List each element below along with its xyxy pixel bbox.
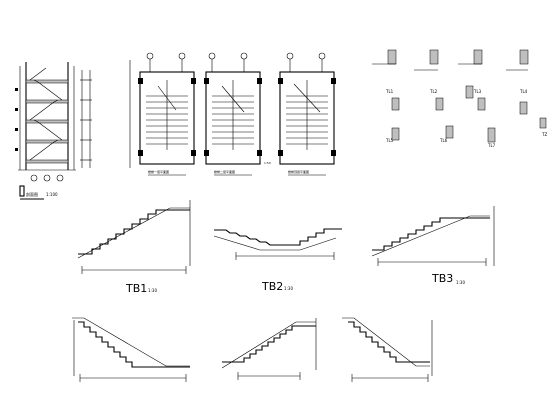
tb1-scale: 1:30 — [148, 288, 157, 293]
flight-bottom-right — [342, 317, 433, 382]
stair-plan-1: 楼梯一层平面图 — [129, 52, 196, 176]
beam-label-tl2: TL2 — [429, 89, 438, 94]
beam-label-tl1: TL1 — [385, 89, 394, 94]
beam-label-tl3: TL3 — [473, 89, 482, 94]
section-title: 剖面图 — [26, 191, 38, 197]
column-label-tz: TZ — [541, 132, 547, 137]
flight-bottom-left — [72, 317, 190, 382]
tb2-scale: 1:30 — [284, 286, 293, 291]
flight-tb2: TB2 1:30 — [213, 228, 342, 293]
section-scale: 1:100 — [46, 192, 58, 197]
beam-label-tl7: TL7 — [487, 143, 496, 148]
flight-tb1: TB1 1:30 — [77, 200, 191, 295]
stair-plan-2: 楼梯二层平面图 1:50 — [204, 52, 271, 176]
beam-label-tl6: TL6 — [439, 138, 448, 143]
beam-label-tl5: TL5 — [385, 138, 394, 143]
tb3-scale: 1:30 — [456, 280, 465, 285]
plan-2-title: 楼梯二层平面图 — [214, 169, 235, 174]
stair-plan-3: 楼梯顶层平面图 — [278, 52, 336, 176]
tb2-name: TB2 — [261, 280, 283, 293]
tb3-name: TB3 — [431, 272, 453, 285]
flight-tb3: TB3 1:30 — [371, 206, 495, 285]
plan-3-title: 楼梯顶层平面图 — [288, 169, 309, 174]
beam-details: TL1 TL2 TL3 TL4 TL5 TL6 TL7 TZ — [372, 49, 547, 148]
flight-bottom-middle — [221, 318, 317, 380]
stair-section-drawing: 剖面图 1:100 — [15, 62, 92, 200]
tb1-name: TB1 — [125, 282, 147, 295]
plan-1-title: 楼梯一层平面图 — [148, 169, 169, 174]
plan-scale: 1:50 — [264, 161, 271, 165]
beam-label-tl4: TL4 — [519, 89, 528, 94]
